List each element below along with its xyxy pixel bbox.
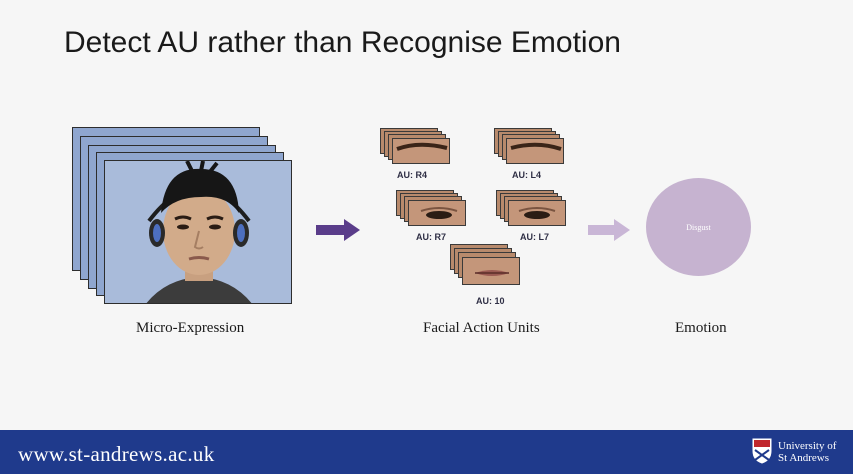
emotion-value: Disgust [686,222,711,232]
au-crop-frame [408,200,466,226]
slide-title: Detect AU rather than Recognise Emotion [64,26,621,59]
university-crest-icon [752,438,772,464]
arrow-right-icon [316,219,360,241]
eye-crop-image [409,201,465,225]
au-label: AU: 10 [476,296,505,306]
university-name-line: University of [778,440,837,452]
action-units-caption: Facial Action Units [423,320,540,336]
face-illustration [105,161,291,303]
au-crop-frame [506,138,564,164]
university-name-line: St Andrews [778,452,830,464]
brow-crop-image [507,139,563,163]
au-label: AU: L4 [512,170,541,180]
au-crop-group [450,244,542,296]
au-label: AU: L7 [520,232,549,242]
au-crop-group [496,190,588,242]
eye-crop-image [509,201,565,225]
face-image [104,160,292,304]
footer-bar: www.st-andrews.ac.uk University of St An… [0,430,853,474]
emotion-caption: Emotion [675,320,727,336]
au-crop-group [380,128,472,180]
au-crop-frame [462,257,520,285]
au-label: AU: R4 [397,170,428,180]
arrow-right-icon [588,219,630,241]
au-crop-group [396,190,488,242]
micro-expression-caption: Micro-Expression [136,320,245,336]
au-crop-frame [392,138,450,164]
au-label: AU: R7 [416,232,447,242]
au-crop-group [494,128,586,180]
website-url: www.st-andrews.ac.uk [18,442,215,466]
mouth-crop-image [463,258,519,284]
emotion-circle: Disgust [646,178,751,276]
university-name: University of St Andrews [778,440,850,464]
brow-crop-image [393,139,449,163]
au-crop-frame [508,200,566,226]
